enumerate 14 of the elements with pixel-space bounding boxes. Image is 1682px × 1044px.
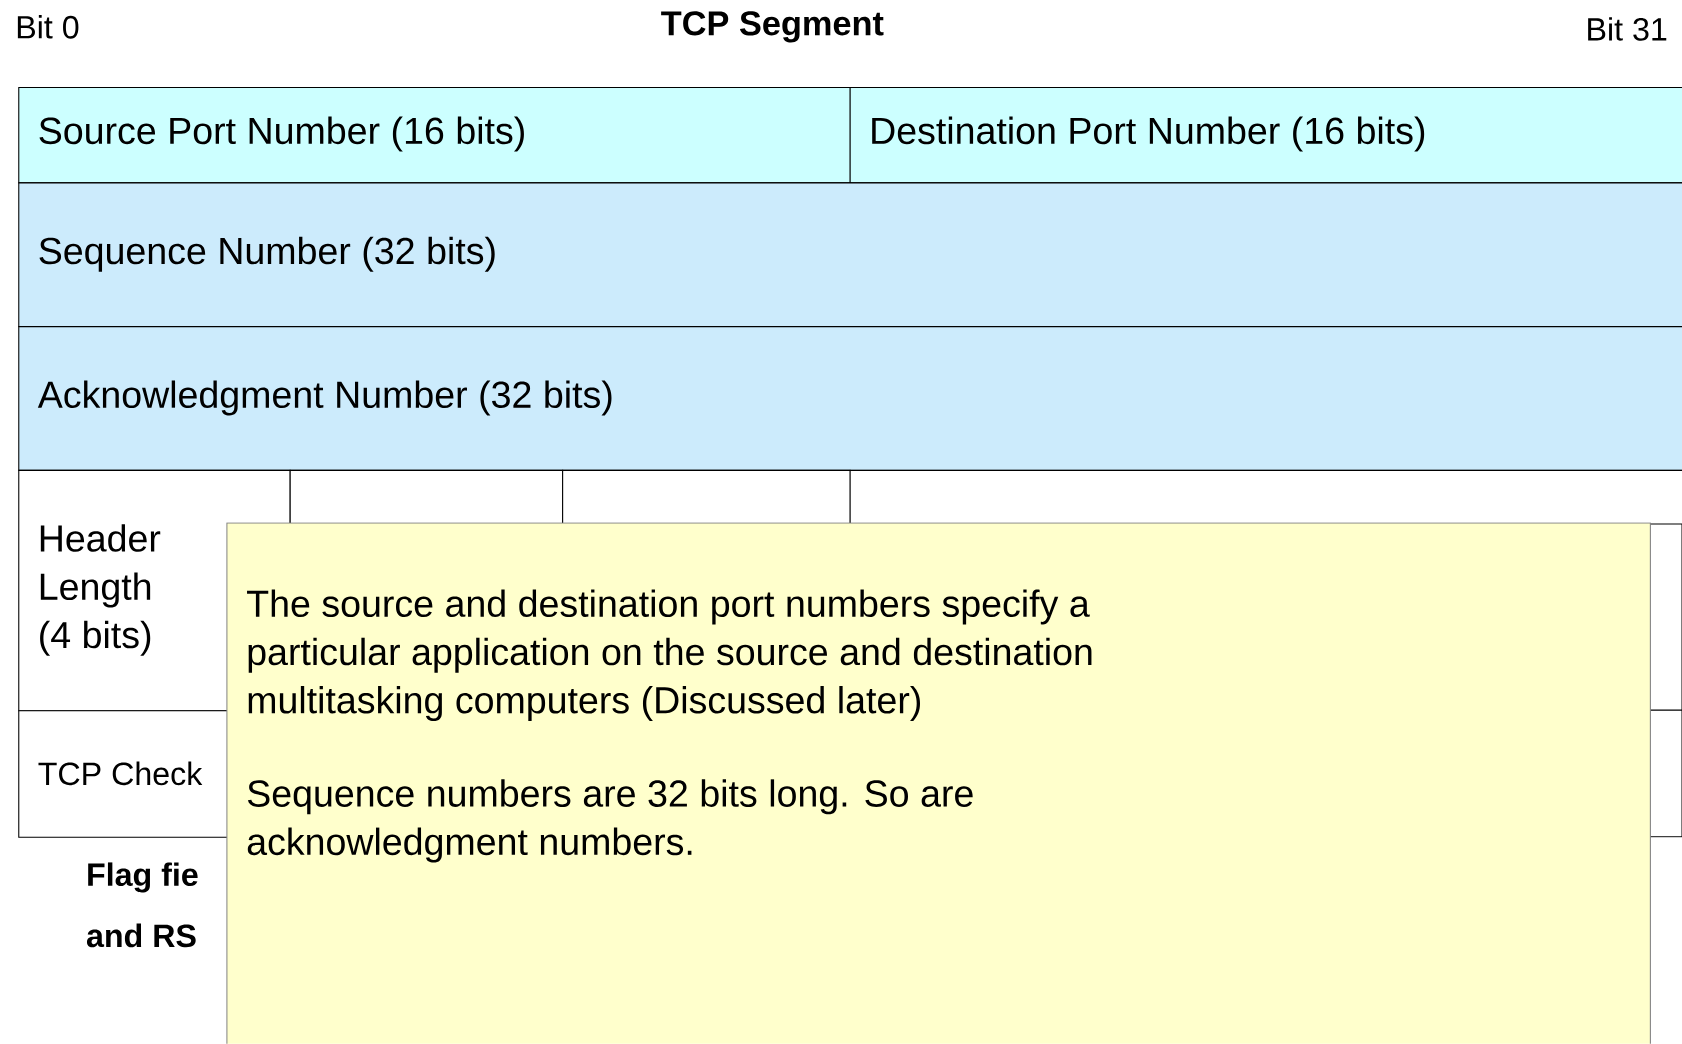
field-cell: Sequence Number (32 bits) <box>18 182 1682 328</box>
note-tooltip: The source and destination port numbers specify a particular application on the source and destination multitasking computers (Discussed later) Sequence numbers are 32 bits long. So are acknowledgment numbers. <box>226 522 1651 1044</box>
field-cell: Source Port Number (16 bits) <box>18 87 851 184</box>
bit-label: Bit 31 <box>1588 17 1667 41</box>
field-cell <box>289 469 564 525</box>
field-cell: Destination Port Number (16 bits) <box>849 87 1682 184</box>
field-cell: Acknowledgment Number (32 bits) <box>18 326 1682 472</box>
caption-text: Flag fie <box>88 862 198 893</box>
field-cell <box>562 469 851 525</box>
caption-text: and RS <box>87 923 196 948</box>
bit-label: Bit 0 <box>17 15 79 39</box>
title: TCP Segment <box>661 11 884 43</box>
node-label: Sequence Number (32 bits) <box>39 236 495 272</box>
field-cell: TCP Check <box>18 710 229 838</box>
